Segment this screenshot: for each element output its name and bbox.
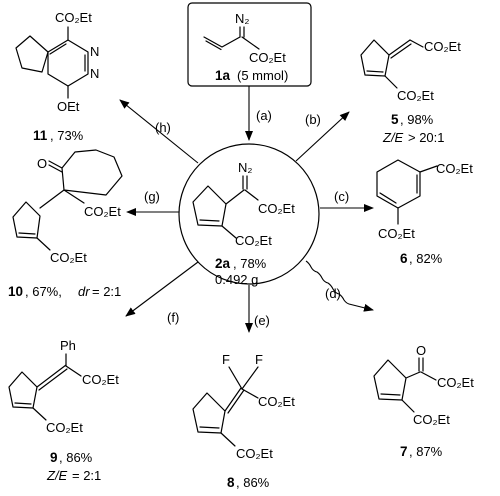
p8-ester2: CO₂Et: [236, 446, 273, 461]
central-compound-2a: N₂ CO₂Et CO₂Et 2a , 78% 0.492 g: [178, 143, 320, 287]
p8-yield: , 86%: [236, 475, 270, 490]
ester-label: CO₂Et: [249, 50, 286, 65]
p10-dr-italic: dr: [78, 284, 90, 299]
p11-oet: OEt: [57, 99, 80, 114]
p6-ester2: CO₂Et: [378, 226, 415, 241]
compound-label-1a: 1a: [215, 68, 231, 83]
p5-ester1: CO₂Et: [424, 39, 461, 54]
condition-c: (c): [334, 189, 349, 204]
condition-b: (b): [305, 112, 321, 127]
p7-ester1: CO₂Et: [437, 375, 474, 390]
compound-label-11: 11: [33, 128, 48, 143]
arrow-d-wavy: [305, 260, 374, 312]
compound-label-2a: 2a: [215, 256, 231, 271]
condition-e: (e): [254, 313, 270, 328]
condition-d: (d): [325, 286, 341, 301]
p5-ester2: CO₂Et: [397, 88, 434, 103]
p8-fluorine1: F: [222, 352, 230, 367]
p5-note-italic: Z/E: [382, 130, 404, 145]
compound-label-6: 6: [400, 251, 408, 266]
product-11: CO₂Et N N OEt 11 , 73%: [15, 10, 99, 143]
center-ester2-label: CO₂Et: [235, 233, 272, 248]
condition-f: (f): [167, 310, 179, 325]
arrow-h: [119, 99, 199, 164]
product-9: Ph CO₂Et CO₂Et 9 , 86% Z/E = 2:1: [8, 338, 119, 483]
p6-yield: , 82%: [409, 251, 443, 266]
center-ester1-label: CO₂Et: [258, 201, 295, 216]
condition-a: (a): [256, 108, 272, 123]
p11-yield: , 73%: [50, 128, 84, 143]
p6-ester1: CO₂Et: [436, 161, 473, 176]
compound-label-10: 10: [8, 284, 23, 299]
p8-ester1: CO₂Et: [258, 394, 295, 409]
product-7: O CO₂Et CO₂Et 7 , 87%: [373, 343, 474, 459]
p10-yield: , 67%,: [25, 284, 62, 299]
compound-label-9: 9: [50, 450, 58, 465]
condition-h: (h): [155, 120, 171, 135]
p11-ester: CO₂Et: [55, 10, 92, 25]
p11-n2: N: [90, 66, 99, 81]
p7-ester2: CO₂Et: [413, 412, 450, 427]
product-10: O CO₂Et CO₂Et 10 , 67%, dr = 2:1: [8, 149, 123, 299]
arrow-b: [295, 111, 350, 162]
p10-oxygen: O: [37, 156, 47, 171]
center-mass: 0.492 g: [215, 272, 258, 287]
p7-yield: , 87%: [409, 444, 443, 459]
product-5: CO₂Et CO₂Et 5 , 98% Z/E > 20:1: [360, 39, 461, 145]
p7-oxygen: O: [416, 343, 426, 358]
condition-g: (g): [144, 189, 160, 204]
p9-note-italic: Z/E: [46, 468, 68, 483]
p5-yield: , 98%: [400, 112, 434, 127]
compound-label-7: 7: [400, 444, 408, 459]
p11-n1: N: [90, 44, 99, 59]
central-circle: [178, 143, 320, 285]
compound-label-5: 5: [391, 112, 399, 127]
p9-ester1: CO₂Et: [82, 372, 119, 387]
starting-material-1a: N₂ CO₂Et 1a (5 mmol): [187, 2, 312, 87]
p9-note: = 2:1: [72, 468, 101, 483]
p10-dr: = 2:1: [92, 284, 121, 299]
product-8: F F CO₂Et CO₂Et 8 , 86%: [192, 352, 295, 490]
arrows: (a) (b) (c) (d) (e) (f) (g) (h): [119, 86, 374, 333]
diazo-n2-label: N₂: [235, 11, 249, 26]
p10-ester2: CO₂Et: [50, 250, 87, 265]
center-diazo-label: N₂: [238, 160, 252, 175]
p8-fluorine2: F: [255, 352, 263, 367]
compound-label-8: 8: [227, 475, 235, 490]
p10-ester1: CO₂Et: [84, 204, 121, 219]
p9-yield: , 86%: [59, 450, 93, 465]
center-yield: , 78%: [233, 256, 267, 271]
product-6: CO₂Et CO₂Et 6 , 82%: [376, 159, 473, 266]
p5-note: > 20:1: [408, 130, 445, 145]
amount-label: (5 mmol): [237, 68, 288, 83]
p9-phenyl: Ph: [60, 338, 76, 353]
arrow-f: [125, 261, 199, 317]
p9-ester2: CO₂Et: [46, 420, 83, 435]
